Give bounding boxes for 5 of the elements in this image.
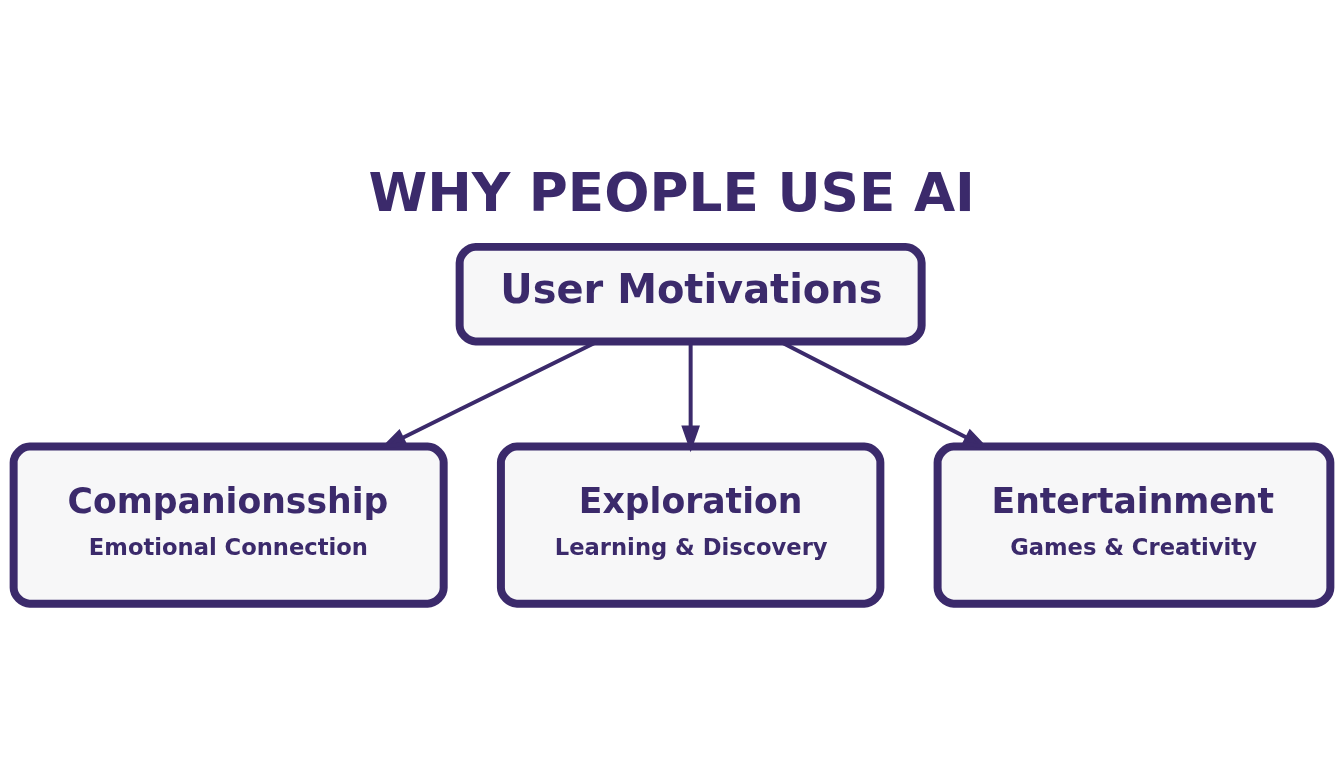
node-box: Companionsship Emotional Connection: [9, 442, 448, 608]
diagram-title: WHY PEOPLE USE AI: [368, 161, 975, 224]
node-box: User Motivations: [455, 242, 926, 346]
node-box: Entertainment Games & Creativity: [933, 442, 1335, 608]
node-box: Exploration Learning & Discovery: [496, 442, 885, 608]
